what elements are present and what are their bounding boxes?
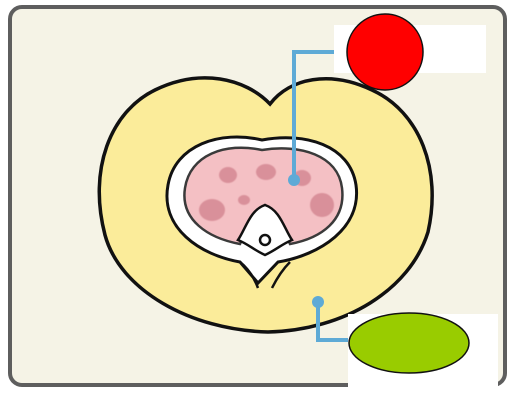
leader-dot-bottom <box>312 296 324 308</box>
red-marker[interactable] <box>347 14 423 90</box>
spot <box>199 199 225 221</box>
central-canal <box>260 235 270 245</box>
spot <box>219 167 237 183</box>
spot <box>310 193 334 217</box>
spot <box>256 164 276 180</box>
spot <box>238 195 250 205</box>
leader-dot-top <box>288 174 300 186</box>
green-marker[interactable] <box>349 313 469 373</box>
